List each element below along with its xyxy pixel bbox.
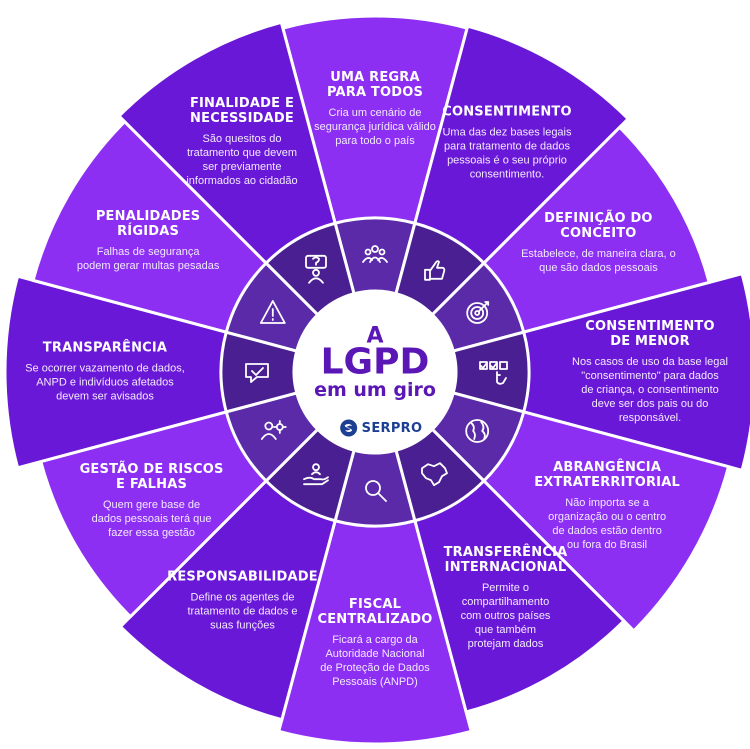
segment-text-3: DEFINIÇÃO DO CONCEITO Estabelece, de mane… bbox=[511, 211, 686, 275]
segment-text-5: ABRANGÊNCIA EXTRATERRITORIAL Não importa … bbox=[520, 460, 695, 552]
segment-text-2: CONSENTIMENTO Uma das dez bases legais pa… bbox=[420, 105, 595, 182]
segment-title: TRANSPARÊNCIA bbox=[42, 340, 168, 356]
segment-title: RESPONSABILIDADE bbox=[167, 569, 318, 585]
globe-icon bbox=[465, 419, 490, 443]
segment-title: DEFINIÇÃO DO CONCEITO bbox=[544, 211, 653, 241]
warning-icon bbox=[259, 300, 286, 324]
thumbs-up-icon bbox=[424, 260, 446, 281]
center-circle bbox=[294, 291, 456, 453]
segment-text-9: GESTÃO DE RISCOS E FALHAS Quem gere base … bbox=[64, 462, 239, 540]
segment-7 bbox=[276, 366, 474, 746]
segment-text-7: FISCAL CENTRALIZADO Ficará a cargo da Aut… bbox=[288, 597, 463, 689]
segment-title: TRANSFERÊNCIA INTERNACIONAL bbox=[443, 545, 568, 576]
brazil-map-icon bbox=[421, 462, 448, 487]
target-icon bbox=[466, 301, 490, 324]
serpro-logo-text: SERPRO bbox=[361, 420, 423, 436]
segment-title: CONSENTIMENTO DE MENOR bbox=[585, 319, 715, 349]
segment-title: UMA REGRA PARA TODOS bbox=[326, 70, 424, 100]
segment-description: Falhas de segurança podem gerar multas p… bbox=[76, 246, 220, 272]
hand-person-icon bbox=[303, 463, 329, 486]
checklist-hand-icon bbox=[479, 361, 508, 385]
person-gear-icon bbox=[260, 420, 287, 440]
segment-description: Quem gere base de dados pessoais terá qu… bbox=[91, 499, 212, 539]
segment-description: Nos casos de uso da base legal "consenti… bbox=[572, 356, 728, 424]
segment-1 bbox=[281, 14, 469, 378]
segment-description: Permite o compartilhamento com outros pa… bbox=[460, 582, 551, 651]
segment-text-8: RESPONSABILIDADE Define os agentes de tra… bbox=[155, 570, 330, 633]
chat-check-icon bbox=[245, 363, 269, 383]
segment-description: Define os agentes de tratamento de dados… bbox=[187, 591, 298, 632]
segment-title: PENALIDADES RÍGIDAS bbox=[95, 209, 201, 239]
segment-description: Uma das dez bases legais para tratamento… bbox=[442, 126, 572, 181]
segment-10 bbox=[3, 274, 381, 470]
segment-text-1: UMA REGRA PARA TODOS Cria um cenário de s… bbox=[288, 70, 463, 148]
segment-text-4: CONSENTIMENTO DE MENOR Nos casos de uso d… bbox=[563, 319, 738, 425]
segment-text-12: FINALIDADE E NECESSIDADE São quesitos do … bbox=[155, 96, 330, 188]
serpro-logo-icon bbox=[340, 419, 358, 437]
segment-description: Cria um cenário de segurança jurídica vá… bbox=[314, 107, 436, 147]
center-title-main: LGPD bbox=[320, 341, 430, 383]
segment-description: São quesitos do tratamento que devem ser… bbox=[186, 132, 298, 187]
segment-text-11: PENALIDADES RÍGIDAS Falhas de segurança p… bbox=[61, 209, 236, 273]
segment-text-10: TRANSPARÊNCIA Se ocorrer vazamento de dad… bbox=[18, 341, 193, 404]
segment-title: CONSENTIMENTO bbox=[442, 104, 572, 120]
segment-title: ABRANGÊNCIA EXTRATERRITORIAL bbox=[534, 460, 680, 490]
segment-title: FISCAL CENTRALIZADO bbox=[317, 597, 433, 627]
magnifier-icon bbox=[365, 480, 387, 502]
serpro-logo: SERPRO bbox=[340, 419, 423, 437]
center-title-sub: em um giro bbox=[314, 379, 436, 401]
segment-4 bbox=[369, 271, 750, 473]
segment-text-6: TRANSFERÊNCIA INTERNACIONAL Permite o com… bbox=[418, 545, 593, 651]
segment-description: Estabelece, de maneira clara, o que são … bbox=[521, 248, 676, 274]
people-group-icon bbox=[362, 245, 388, 263]
segment-title: GESTÃO DE RISCOS E FALHAS bbox=[79, 462, 224, 492]
question-person-icon bbox=[305, 254, 327, 284]
segment-description: Não importa se a organização ou o centro… bbox=[548, 497, 667, 551]
icons-layer bbox=[245, 245, 508, 502]
center-title-line1: A bbox=[366, 323, 384, 349]
segment-description: Ficará a cargo da Autoridade Nacional de… bbox=[320, 634, 430, 688]
segment-title: FINALIDADE E NECESSIDADE bbox=[189, 95, 295, 126]
segment-description: Se ocorrer vazamento de dados, ANPD e in… bbox=[25, 362, 185, 403]
